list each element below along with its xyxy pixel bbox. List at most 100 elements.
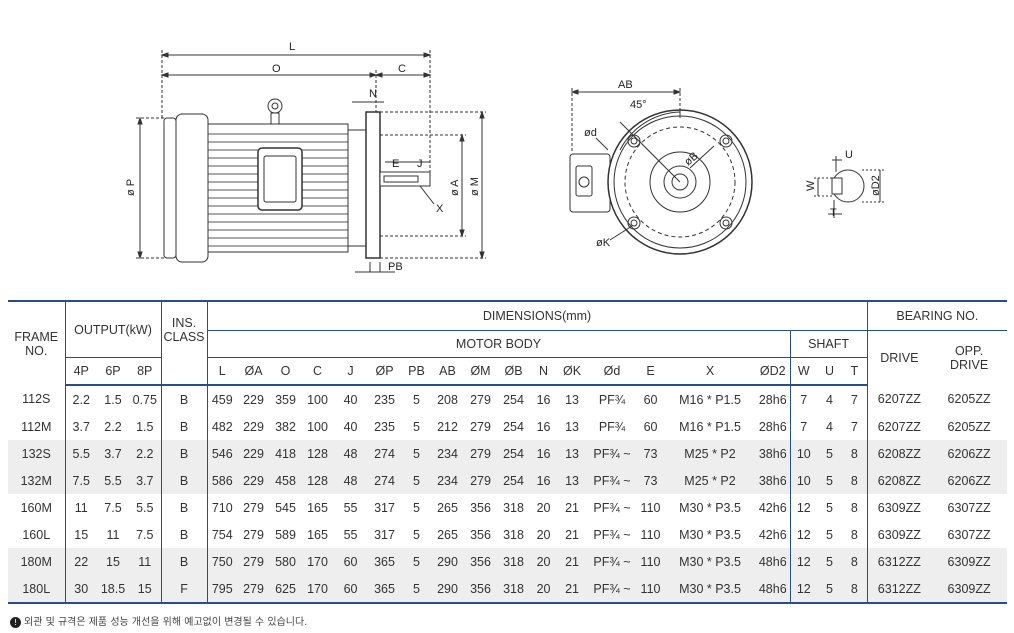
table-cell: 60 [643,392,658,407]
label-J: J [417,158,423,170]
table-cell: 6207ZZ [866,413,932,440]
table-cell: 6206ZZ [931,440,1008,467]
table-cell: 279 [237,575,271,604]
front-view-drawing [569,88,753,255]
table-cell: PF¾ ~ [587,548,638,575]
table-cell: 110 [637,548,665,575]
table-cell: 21 [565,527,579,542]
table-cell: 165 [307,527,328,542]
table-cell: 7.5 [64,467,97,494]
table-cell: 5 [817,467,843,494]
table-cell: 5 [402,575,432,604]
table-cell: 5.5 [136,500,154,515]
label-AB: AB [618,79,633,91]
table-cell: 11 [64,494,97,521]
table-cell: 0.75 [132,392,157,407]
table-cell: 170 [301,575,335,604]
table-cell: 365 [367,575,403,604]
table-cell: B [160,413,208,440]
table-cell: 1.5 [104,392,122,407]
table-cell: 356 [470,527,491,542]
table-cell: 20 [530,575,558,604]
table-cell: 6312ZZ [866,575,932,604]
table-cell: M16 * P1.5 [679,392,741,407]
table-cell: PF¾ ~ [587,575,638,604]
table-cell: 60 [334,575,368,604]
table-cell: 418 [270,440,302,467]
table-cell: 38h6 [756,440,791,467]
label-P: ø P [125,179,137,196]
table-cell: 710 [206,494,238,521]
table-cell: PF¾ ~ [593,527,631,542]
table-cell: 482 [206,413,238,440]
dimension-col-header: X [664,357,757,386]
table-cell: 20 [536,500,551,515]
table-cell: 7 [789,413,818,440]
table-cell: 2.2 [129,440,162,467]
dimension-col-header: ØB [497,357,531,386]
table-cell: 8 [842,440,868,467]
shaft-col-header: U [817,357,843,386]
info-icon: ! [10,616,21,628]
table-cell: 265 [437,527,458,542]
dimension-col-header: ØK [557,357,588,386]
table-cell: 28h6 [758,392,787,407]
side-view-drawing [136,50,486,273]
table-cell: 12 [789,494,818,521]
table-cell: 208 [437,392,458,407]
table-cell: 229 [237,467,271,494]
table-cell: 110 [640,500,661,515]
table-cell: 40 [343,419,358,434]
table-cell: 6309ZZ [866,521,932,548]
dimensions-header: DIMENSIONS(mm) [206,300,868,331]
table-cell: 356 [470,500,491,515]
table-cell: 6309ZZ [866,494,932,521]
table-cell: 235 [374,392,395,407]
dimension-col-header: ØA [237,357,271,386]
table-cell: B [160,494,208,521]
table-cell: 6208ZZ [866,440,932,467]
table-cell: 73 [637,467,665,494]
table-cell: 7 [789,385,818,413]
table-cell: 8 [842,548,868,575]
table-cell: 7.5 [136,527,154,542]
shaft-end-drawing [814,156,884,218]
output-header: OUTPUT(kW) [64,300,162,358]
table-cell: 6309ZZ [931,575,1008,604]
table-cell: 274 [367,440,403,467]
table-cell: 5 [402,440,432,467]
table-cell: 1.5 [136,419,154,434]
table-cell: 5 [402,548,432,575]
output-col-header: 4P [64,357,97,386]
table-cell: 5 [402,467,432,494]
table-cell: 2.2 [104,419,122,434]
drive-header: DRIVE [866,330,932,385]
table-cell: 6309ZZ [931,548,1008,575]
dimension-col-header: O [270,357,302,386]
table-cell: 5 [413,392,420,407]
table-cell: 110 [640,527,661,542]
table-cell: 48 [334,440,368,467]
motor-body-header: MOTOR BODY [206,330,791,358]
table-cell: PF¾ [598,392,626,407]
table-cell: 589 [275,527,296,542]
table-cell: 279 [243,527,264,542]
table-cell: 459 [206,385,238,413]
table-cell: 48 [334,467,368,494]
table-cell: 356 [464,548,498,575]
table-cell: 5 [826,527,833,542]
label-45deg: 45° [630,99,647,111]
label-O: O [272,63,281,75]
table-cell: 128 [301,440,335,467]
frame-cell: 160M [20,500,52,515]
frame-cell: 112S [22,392,51,406]
table-cell: 55 [343,500,358,515]
table-cell: 21 [557,575,588,604]
table-cell: B [160,521,208,548]
dimension-col-header: ØM [464,357,498,386]
shaft-header: SHAFT [789,330,868,358]
